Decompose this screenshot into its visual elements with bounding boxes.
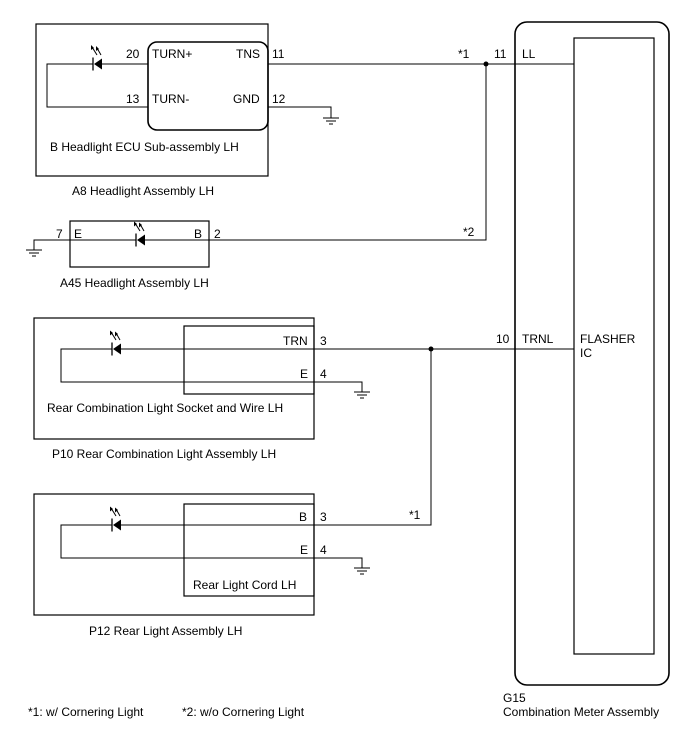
- wire-a45-gnd: [33, 239, 70, 250]
- pin-12: 12: [272, 92, 286, 106]
- label-tns: TNS: [236, 47, 260, 61]
- ref-1-top: *1: [458, 47, 470, 61]
- pin-20: 20: [126, 47, 140, 61]
- ground-icon: [26, 249, 42, 257]
- label-a45-e: E: [74, 227, 82, 241]
- label-trnl: TRNL: [522, 332, 554, 346]
- ref-1-bottom: *1: [409, 508, 421, 522]
- pin-11-g15: 11: [494, 47, 507, 61]
- p10-socket-label: Rear Combination Light Socket and Wire L…: [47, 401, 283, 415]
- flasher-ic-box: [573, 37, 655, 655]
- pin-4-p12: 4: [320, 543, 327, 557]
- p10-socket-box: [183, 325, 315, 395]
- p12-rear-light-assembly-box: [33, 493, 315, 616]
- a45-headlight-assembly-box: [69, 220, 210, 268]
- label-p10-e: E: [300, 367, 308, 381]
- ground-icon: [354, 391, 370, 399]
- wire-gnd: [268, 106, 332, 118]
- pin-2: 2: [214, 227, 221, 241]
- pin-7: 7: [56, 227, 63, 241]
- pin-4-p10: 4: [320, 367, 327, 381]
- pin-3-p12: 3: [320, 510, 327, 524]
- ref-2: *2: [463, 225, 475, 239]
- label-turn-plus: TURN+: [152, 47, 192, 61]
- pin-13: 13: [126, 92, 140, 106]
- wire-p12-loop: [60, 524, 314, 559]
- label-ic: IC: [580, 346, 592, 360]
- wire-p12-to-junction: [314, 349, 432, 526]
- note-2: *2: w/o Cornering Light: [182, 705, 305, 719]
- label-ll: LL: [522, 47, 536, 61]
- label-p12-e: E: [300, 543, 308, 557]
- pin-10: 10: [496, 332, 510, 346]
- p12-assembly-label: P12 Rear Light Assembly LH: [89, 624, 242, 638]
- wire-p12-gnd: [314, 557, 363, 568]
- label-p12-b: B: [299, 510, 307, 524]
- led-icon: [110, 506, 121, 532]
- led-icon: [110, 330, 121, 356]
- p12-cord-box: [183, 503, 315, 597]
- wire-a45-to-junction: [209, 64, 487, 241]
- a8-assembly-label: A8 Headlight Assembly LH: [72, 184, 214, 198]
- led-icon: [91, 45, 102, 71]
- note-1: *1: w/ Cornering Light: [28, 705, 144, 719]
- label-trn: TRN: [283, 334, 308, 348]
- g15-combination-meter-box: [514, 21, 670, 686]
- label-gnd: GND: [233, 92, 260, 106]
- ecu-label: B Headlight ECU Sub-assembly LH: [50, 140, 239, 154]
- g15-name: Combination Meter Assembly: [503, 705, 659, 719]
- label-flasher: FLASHER: [580, 332, 636, 346]
- pin-11-a8: 11: [272, 47, 285, 61]
- label-turn-minus: TURN-: [152, 92, 189, 106]
- wire-p10-loop: [60, 348, 314, 383]
- label-a45-b: B: [194, 227, 202, 241]
- p12-cord-label: Rear Light Cord LH: [193, 578, 296, 592]
- ground-icon: [323, 117, 339, 125]
- ground-icon: [354, 567, 370, 575]
- wire-p10-gnd: [314, 381, 363, 392]
- p10-assembly-label: P10 Rear Combination Light Assembly LH: [52, 447, 276, 461]
- pin-3-p10: 3: [320, 334, 327, 348]
- g15-code: G15: [503, 691, 526, 705]
- b-headlight-ecu-box: [147, 41, 269, 131]
- p10-rear-combination-assembly-box: [33, 317, 315, 440]
- wire-turn-loop: [46, 63, 148, 108]
- led-icon: [134, 221, 145, 247]
- a45-assembly-label: A45 Headlight Assembly LH: [60, 276, 209, 290]
